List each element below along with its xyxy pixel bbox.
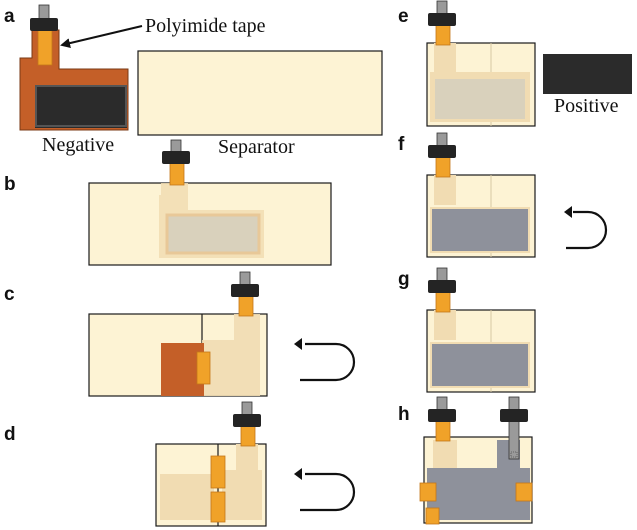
fold-arrowhead — [294, 468, 302, 480]
polyimide-tape — [435, 156, 451, 178]
panel-c: c — [4, 271, 356, 397]
panel-e: e Positive — [398, 0, 632, 127]
panel-g: g — [398, 267, 536, 393]
fold-arrow-icon — [300, 342, 356, 382]
tab-clamp — [500, 409, 528, 422]
polyimide-tape — [169, 162, 185, 186]
negative-tab — [436, 0, 448, 16]
polyimide-tape — [425, 507, 440, 525]
panel-h: h — [398, 396, 533, 525]
polyimide-tape — [435, 24, 451, 46]
negative-tab — [436, 267, 448, 283]
negative-tab-region — [434, 175, 456, 205]
polyimide-tape — [196, 351, 211, 385]
negative-label: Negative — [42, 134, 114, 156]
negative-tab-region — [236, 444, 258, 472]
negative-coating-edge — [35, 85, 127, 127]
fold-arrowhead — [564, 206, 572, 218]
polyimide-tape — [515, 482, 533, 502]
panel-c-letter: c — [4, 284, 15, 305]
negative-electrode — [19, 29, 129, 131]
tab-clamp — [428, 13, 456, 26]
panel-d-letter: d — [4, 424, 16, 445]
tab-clamp — [428, 409, 456, 422]
arrow-icon — [60, 25, 143, 49]
negative-tab-region — [434, 310, 456, 340]
negative-coating-through-separator — [435, 79, 525, 119]
tab-clamp — [428, 280, 456, 293]
positive-cathode-wrapped — [427, 440, 530, 520]
panel-a-letter: a — [4, 6, 15, 27]
panel-f: f — [398, 132, 608, 258]
polyimide-tape — [37, 27, 53, 66]
negative-tab — [239, 271, 251, 287]
fold-arrow-icon — [300, 472, 356, 512]
polyimide-tape — [240, 425, 256, 447]
panel-e-letter: e — [398, 6, 409, 27]
positive-cathode — [430, 207, 530, 253]
separator-sheet — [137, 50, 383, 136]
fold-arrow-icon — [566, 210, 608, 250]
polyimide-tape — [435, 291, 451, 313]
panel-g-letter: g — [398, 269, 410, 290]
polyimide-tape — [210, 491, 226, 523]
positive-tab — [508, 396, 520, 460]
panel-f-letter: f — [398, 134, 405, 155]
polyimide-tape — [435, 420, 451, 442]
negative-tab — [436, 396, 448, 412]
tab-clamp — [162, 151, 190, 164]
tab-clamp — [428, 145, 456, 158]
negative-tab — [436, 132, 448, 148]
polyimide-tape — [210, 455, 226, 489]
negative-tab-region — [433, 440, 457, 468]
separator-label: Separator — [218, 136, 295, 158]
tab-clamp — [30, 18, 58, 31]
panel-d: d — [4, 401, 356, 527]
polyimide-tape — [238, 295, 254, 317]
positive-label: Positive — [554, 95, 619, 117]
panel-h-letter: h — [398, 404, 410, 425]
negative-tab-region — [434, 43, 456, 73]
panel-b-letter: b — [4, 174, 16, 195]
negative-tab — [38, 4, 50, 20]
panel-a: a Polyimide tape Negative Separator — [4, 4, 383, 158]
tab-clamp — [231, 284, 259, 297]
negative-through-separator — [222, 470, 262, 520]
negative-coating — [35, 85, 127, 128]
polyimide-tape — [419, 482, 437, 502]
fold-arrowhead — [294, 338, 302, 350]
tab-clamp — [233, 414, 261, 427]
negative-through-separator — [160, 474, 214, 520]
positive-cathode — [430, 342, 530, 388]
positive-electrode — [543, 54, 632, 94]
negative-through-separator — [202, 314, 260, 396]
negative-coating-through-separator — [165, 213, 261, 255]
negative-tab — [241, 401, 253, 417]
panel-b: b — [4, 139, 332, 266]
polyimide-tape-label: Polyimide tape — [145, 15, 266, 37]
positive-tab-weld-dots — [510, 451, 518, 458]
